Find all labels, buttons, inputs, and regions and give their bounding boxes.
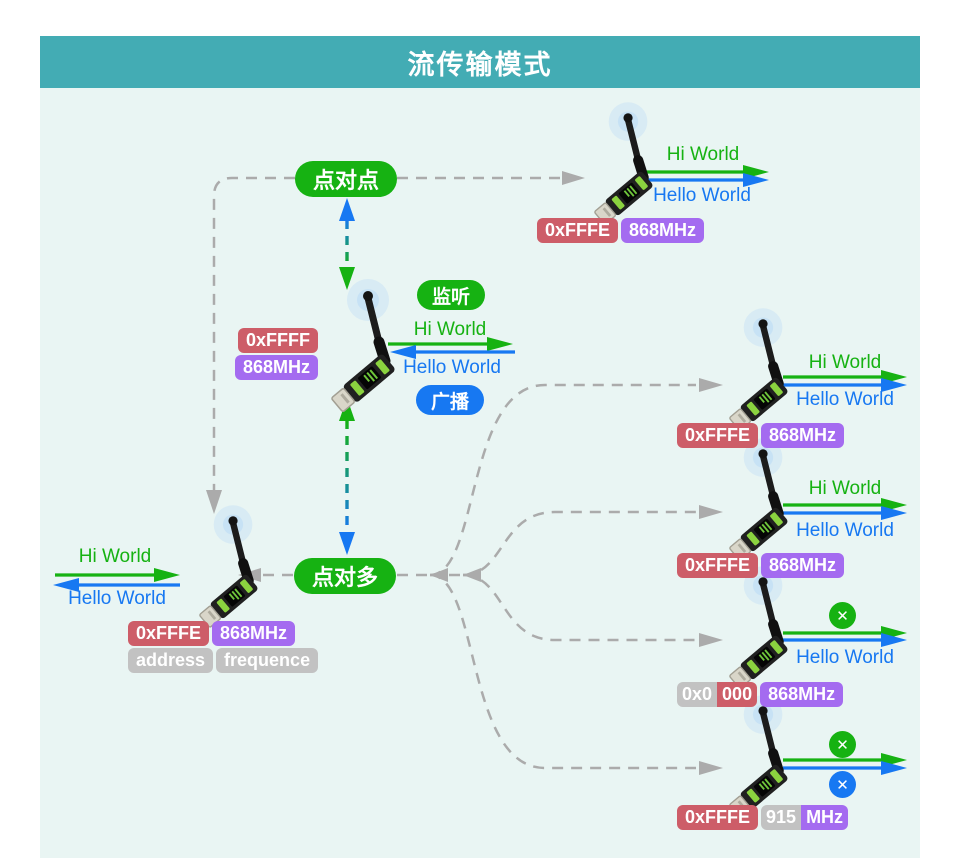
msg-hi-top: Hi World xyxy=(666,144,740,165)
frequency-badge: 868MHz xyxy=(760,682,844,707)
blocked-icon-node4-blue: ✕ xyxy=(829,771,856,798)
message-arrows xyxy=(53,165,907,775)
badges-node2: 0xFFFE 868MHz xyxy=(677,553,845,578)
msg-hello-node3: Hello World xyxy=(796,647,894,668)
connector-fan-node4 xyxy=(429,573,696,770)
pill-broadcast: 广播 xyxy=(415,385,485,415)
usb-dongle-node3 xyxy=(728,566,789,690)
badges-hub-device: 0xFFFF 868MHz xyxy=(234,328,318,380)
connector-fan-node2 xyxy=(462,510,696,577)
frequency-prefix: 915 xyxy=(761,805,802,830)
frequency-badge: 868MHz xyxy=(761,423,845,448)
connector-fan-node3 xyxy=(462,573,696,642)
msg-hello-hub: Hello World xyxy=(403,357,501,378)
usb-dongle-node4 xyxy=(728,695,789,819)
msg-hello-top: Hello World xyxy=(653,185,751,206)
msg-hi-node1: Hi World xyxy=(808,352,882,373)
title-bar: 流传输模式 xyxy=(40,36,920,88)
frequency-badge: 868MHz xyxy=(621,218,705,243)
address-suffix: 000 xyxy=(717,682,758,707)
frequency-badge: 868MHz xyxy=(234,355,318,380)
cross-icon: ✕ xyxy=(836,736,849,754)
usb-dongle-hub xyxy=(330,279,396,414)
link-hub-p2m xyxy=(339,398,355,555)
diagram-canvas: 点对点 监听 广播 点对多 Hi World Hello World Hi Wo… xyxy=(40,88,920,858)
address-badge: 0xFFFE xyxy=(128,621,210,646)
blocked-icon-node3-green: ✕ xyxy=(829,602,856,629)
badges-left-device: 0xFFFE 868MHz address frequence xyxy=(128,621,319,673)
link-p2p-hub xyxy=(339,198,355,290)
connector-p2p-to-left-device xyxy=(212,176,295,490)
connector-arrowheads xyxy=(206,171,723,775)
usb-dongle-node1 xyxy=(728,308,789,432)
pill-point-to-point: 点对点 xyxy=(294,161,398,197)
address-prefix: 0x0 xyxy=(677,682,718,707)
address-badge: 0xFFFE xyxy=(677,553,759,578)
cross-icon: ✕ xyxy=(836,607,849,625)
frequency-suffix: MHz xyxy=(801,805,849,830)
pill-point-to-many: 点对多 xyxy=(293,558,397,594)
address-caption: address xyxy=(128,648,214,673)
address-badge: 0xFFFE xyxy=(677,805,759,830)
address-badge: 0xFFFE xyxy=(537,218,619,243)
badges-node1: 0xFFFE 868MHz xyxy=(677,423,845,448)
pill-listen: 监听 xyxy=(416,280,486,310)
msg-hello-node1: Hello World xyxy=(796,389,894,410)
usb-dongle-node2 xyxy=(728,438,789,562)
frequency-caption: frequence xyxy=(216,648,319,673)
diagram-graphics xyxy=(53,88,907,858)
badges-top-device: 0xFFFE 868MHz xyxy=(537,218,705,243)
msg-hi-node2: Hi World xyxy=(808,478,882,499)
address-badge: 0xFFFE xyxy=(677,423,759,448)
blocked-icon-node4-green: ✕ xyxy=(829,731,856,758)
msg-hi-hub: Hi World xyxy=(413,319,487,340)
frequency-badge: 868MHz xyxy=(761,553,845,578)
msg-hello-node2: Hello World xyxy=(796,520,894,541)
page-title: 流传输模式 xyxy=(407,49,553,80)
connector-fan-node1 xyxy=(429,383,696,577)
address-badge: 0xFFFF xyxy=(237,328,318,353)
msg-hi-left: Hi World xyxy=(78,546,152,567)
usb-dongle-left xyxy=(198,505,259,629)
msg-hello-left: Hello World xyxy=(68,588,166,609)
usb-dongle-top xyxy=(593,102,654,226)
frequency-badge: 868MHz xyxy=(212,621,296,646)
cross-icon: ✕ xyxy=(836,776,849,794)
